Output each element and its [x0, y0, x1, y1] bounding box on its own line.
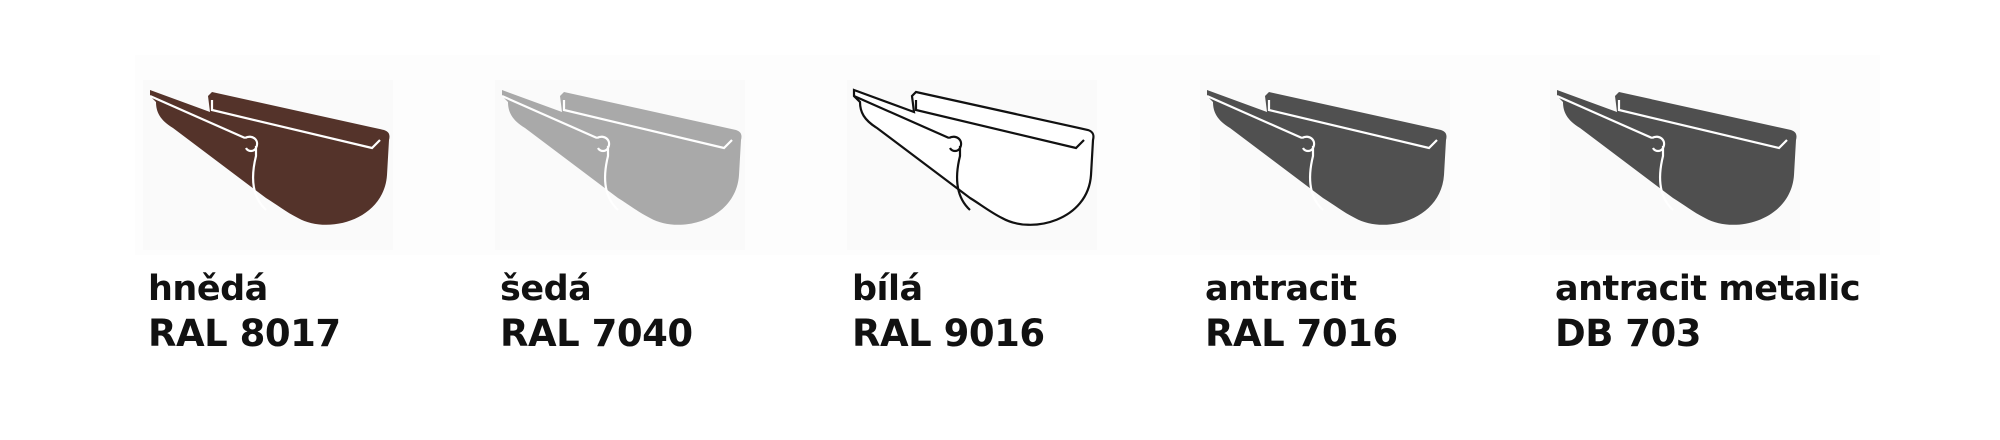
- color-option[interactable]: hnědá RAL 8017: [143, 80, 488, 355]
- color-code: DB 703: [1555, 312, 1702, 355]
- color-name: bílá: [852, 269, 923, 309]
- color-code: RAL 7040: [500, 312, 693, 355]
- gutter-icon: [852, 88, 1095, 226]
- color-option[interactable]: bílá RAL 9016: [847, 80, 1192, 355]
- color-option[interactable]: antracit RAL 7016: [1200, 80, 1545, 355]
- gutter-image: [847, 80, 1097, 250]
- color-code: RAL 9016: [852, 312, 1045, 355]
- color-code: RAL 8017: [148, 312, 341, 355]
- color-name: antracit: [1205, 269, 1357, 309]
- color-option[interactable]: antracit metalic DB 703: [1550, 80, 1895, 355]
- gutter-icon: [501, 90, 742, 225]
- gutter-image: [495, 80, 745, 250]
- color-name: antracit metalic: [1555, 269, 1861, 309]
- gutter-image: [1550, 80, 1800, 250]
- color-option[interactable]: šedá RAL 7040: [495, 80, 840, 355]
- gutter-icon: [1556, 90, 1797, 225]
- gutter-icon: [1206, 90, 1447, 225]
- gutter-image: [1200, 80, 1450, 250]
- gutter-image: [143, 80, 393, 250]
- color-code: RAL 7016: [1205, 312, 1398, 355]
- gutter-icon: [149, 90, 390, 225]
- color-name: šedá: [500, 269, 592, 309]
- color-name: hnědá: [148, 269, 268, 309]
